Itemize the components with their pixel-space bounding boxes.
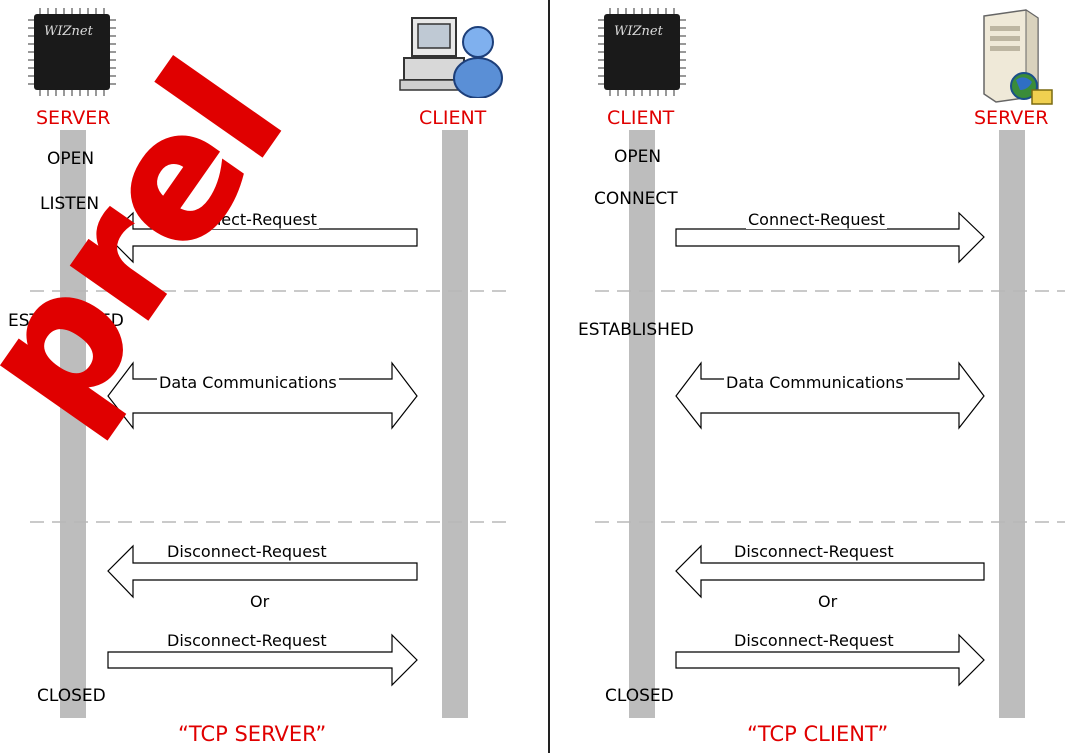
caption-tcp-client: “TCP CLIENT” bbox=[747, 722, 889, 746]
state-established: ESTABLISHED bbox=[8, 311, 124, 331]
state-closed: CLOSED bbox=[37, 686, 106, 706]
caption-tcp-server: “TCP SERVER” bbox=[178, 722, 327, 746]
label-disconnect-request: Disconnect-Request bbox=[165, 631, 329, 650]
state-established: ESTABLISHED bbox=[578, 320, 694, 340]
server-tower-icon bbox=[983, 9, 1053, 105]
label-data-communications: Data Communications bbox=[157, 373, 339, 392]
panel-divider bbox=[548, 0, 550, 753]
state-closed: CLOSED bbox=[605, 686, 674, 706]
label-connect-request: Connect-Request bbox=[178, 210, 319, 229]
state-open: OPEN bbox=[614, 147, 662, 167]
label-disconnect-request: Disconnect-Request bbox=[732, 542, 896, 561]
client-lifeline bbox=[629, 130, 655, 718]
arrow-disconnect-request-out bbox=[107, 633, 418, 687]
right-client-role-label: CLIENT bbox=[607, 107, 675, 129]
label-or: Or bbox=[818, 592, 838, 611]
computer-user-icon bbox=[399, 17, 503, 98]
arrow-connect-request bbox=[107, 211, 418, 264]
client-lifeline bbox=[442, 130, 468, 718]
label-disconnect-request: Disconnect-Request bbox=[732, 631, 896, 650]
left-client-role-label: CLIENT bbox=[419, 107, 487, 129]
wiznet-chip-icon: WIZnet bbox=[26, 6, 118, 98]
arrow-disconnect-request-in bbox=[107, 544, 418, 599]
chip-logo-text: WIZnet bbox=[44, 24, 93, 39]
label-data-communications: Data Communications bbox=[724, 373, 906, 392]
label-connect-request: Connect-Request bbox=[746, 210, 887, 229]
label-disconnect-request: Disconnect-Request bbox=[165, 542, 329, 561]
server-lifeline bbox=[60, 130, 86, 718]
chip-logo-text: WIZnet bbox=[614, 24, 663, 39]
server-lifeline bbox=[999, 130, 1025, 718]
arrow-connect-request bbox=[675, 211, 985, 264]
state-connect: CONNECT bbox=[594, 189, 678, 209]
wiznet-chip-icon: WIZnet bbox=[596, 6, 688, 98]
arrow-disconnect-request-in bbox=[675, 544, 985, 599]
state-open: OPEN bbox=[47, 149, 95, 169]
right-server-role-label: SERVER bbox=[974, 107, 1049, 129]
left-server-role-label: SERVER bbox=[36, 107, 111, 129]
label-or: Or bbox=[250, 592, 270, 611]
state-listen: LISTEN bbox=[40, 194, 100, 214]
arrow-disconnect-request-out bbox=[675, 633, 985, 687]
